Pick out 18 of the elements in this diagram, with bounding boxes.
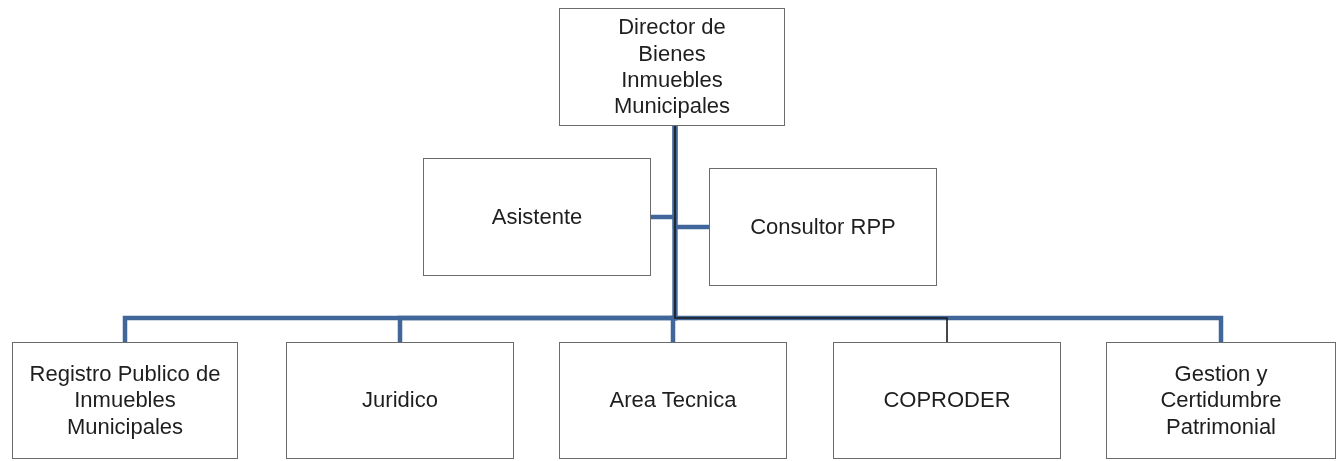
role-title: Area Tecnica bbox=[609, 387, 737, 414]
role-title: Consultor RPP bbox=[750, 213, 896, 241]
org-box bbox=[709, 168, 937, 286]
role-title: Juridico bbox=[362, 387, 438, 414]
org-box bbox=[423, 158, 651, 276]
connector-line bbox=[672, 126, 1224, 342]
connector-line bbox=[674, 125, 948, 343]
role-title: Gestion y Certidumbre Patrimonial bbox=[1159, 360, 1283, 441]
org-box bbox=[559, 8, 785, 126]
role-title: Registro Publico de Inmuebles Municipales bbox=[29, 360, 221, 441]
org-box bbox=[12, 342, 238, 459]
org-box bbox=[1106, 342, 1336, 459]
org-box bbox=[833, 342, 1061, 459]
role-title: Asistente bbox=[491, 203, 583, 231]
role-title: COPRODER bbox=[883, 387, 1011, 414]
role-title: Director de Bienes Inmuebles Municipales bbox=[612, 14, 732, 120]
org-box bbox=[286, 342, 514, 459]
org-box bbox=[559, 342, 787, 459]
